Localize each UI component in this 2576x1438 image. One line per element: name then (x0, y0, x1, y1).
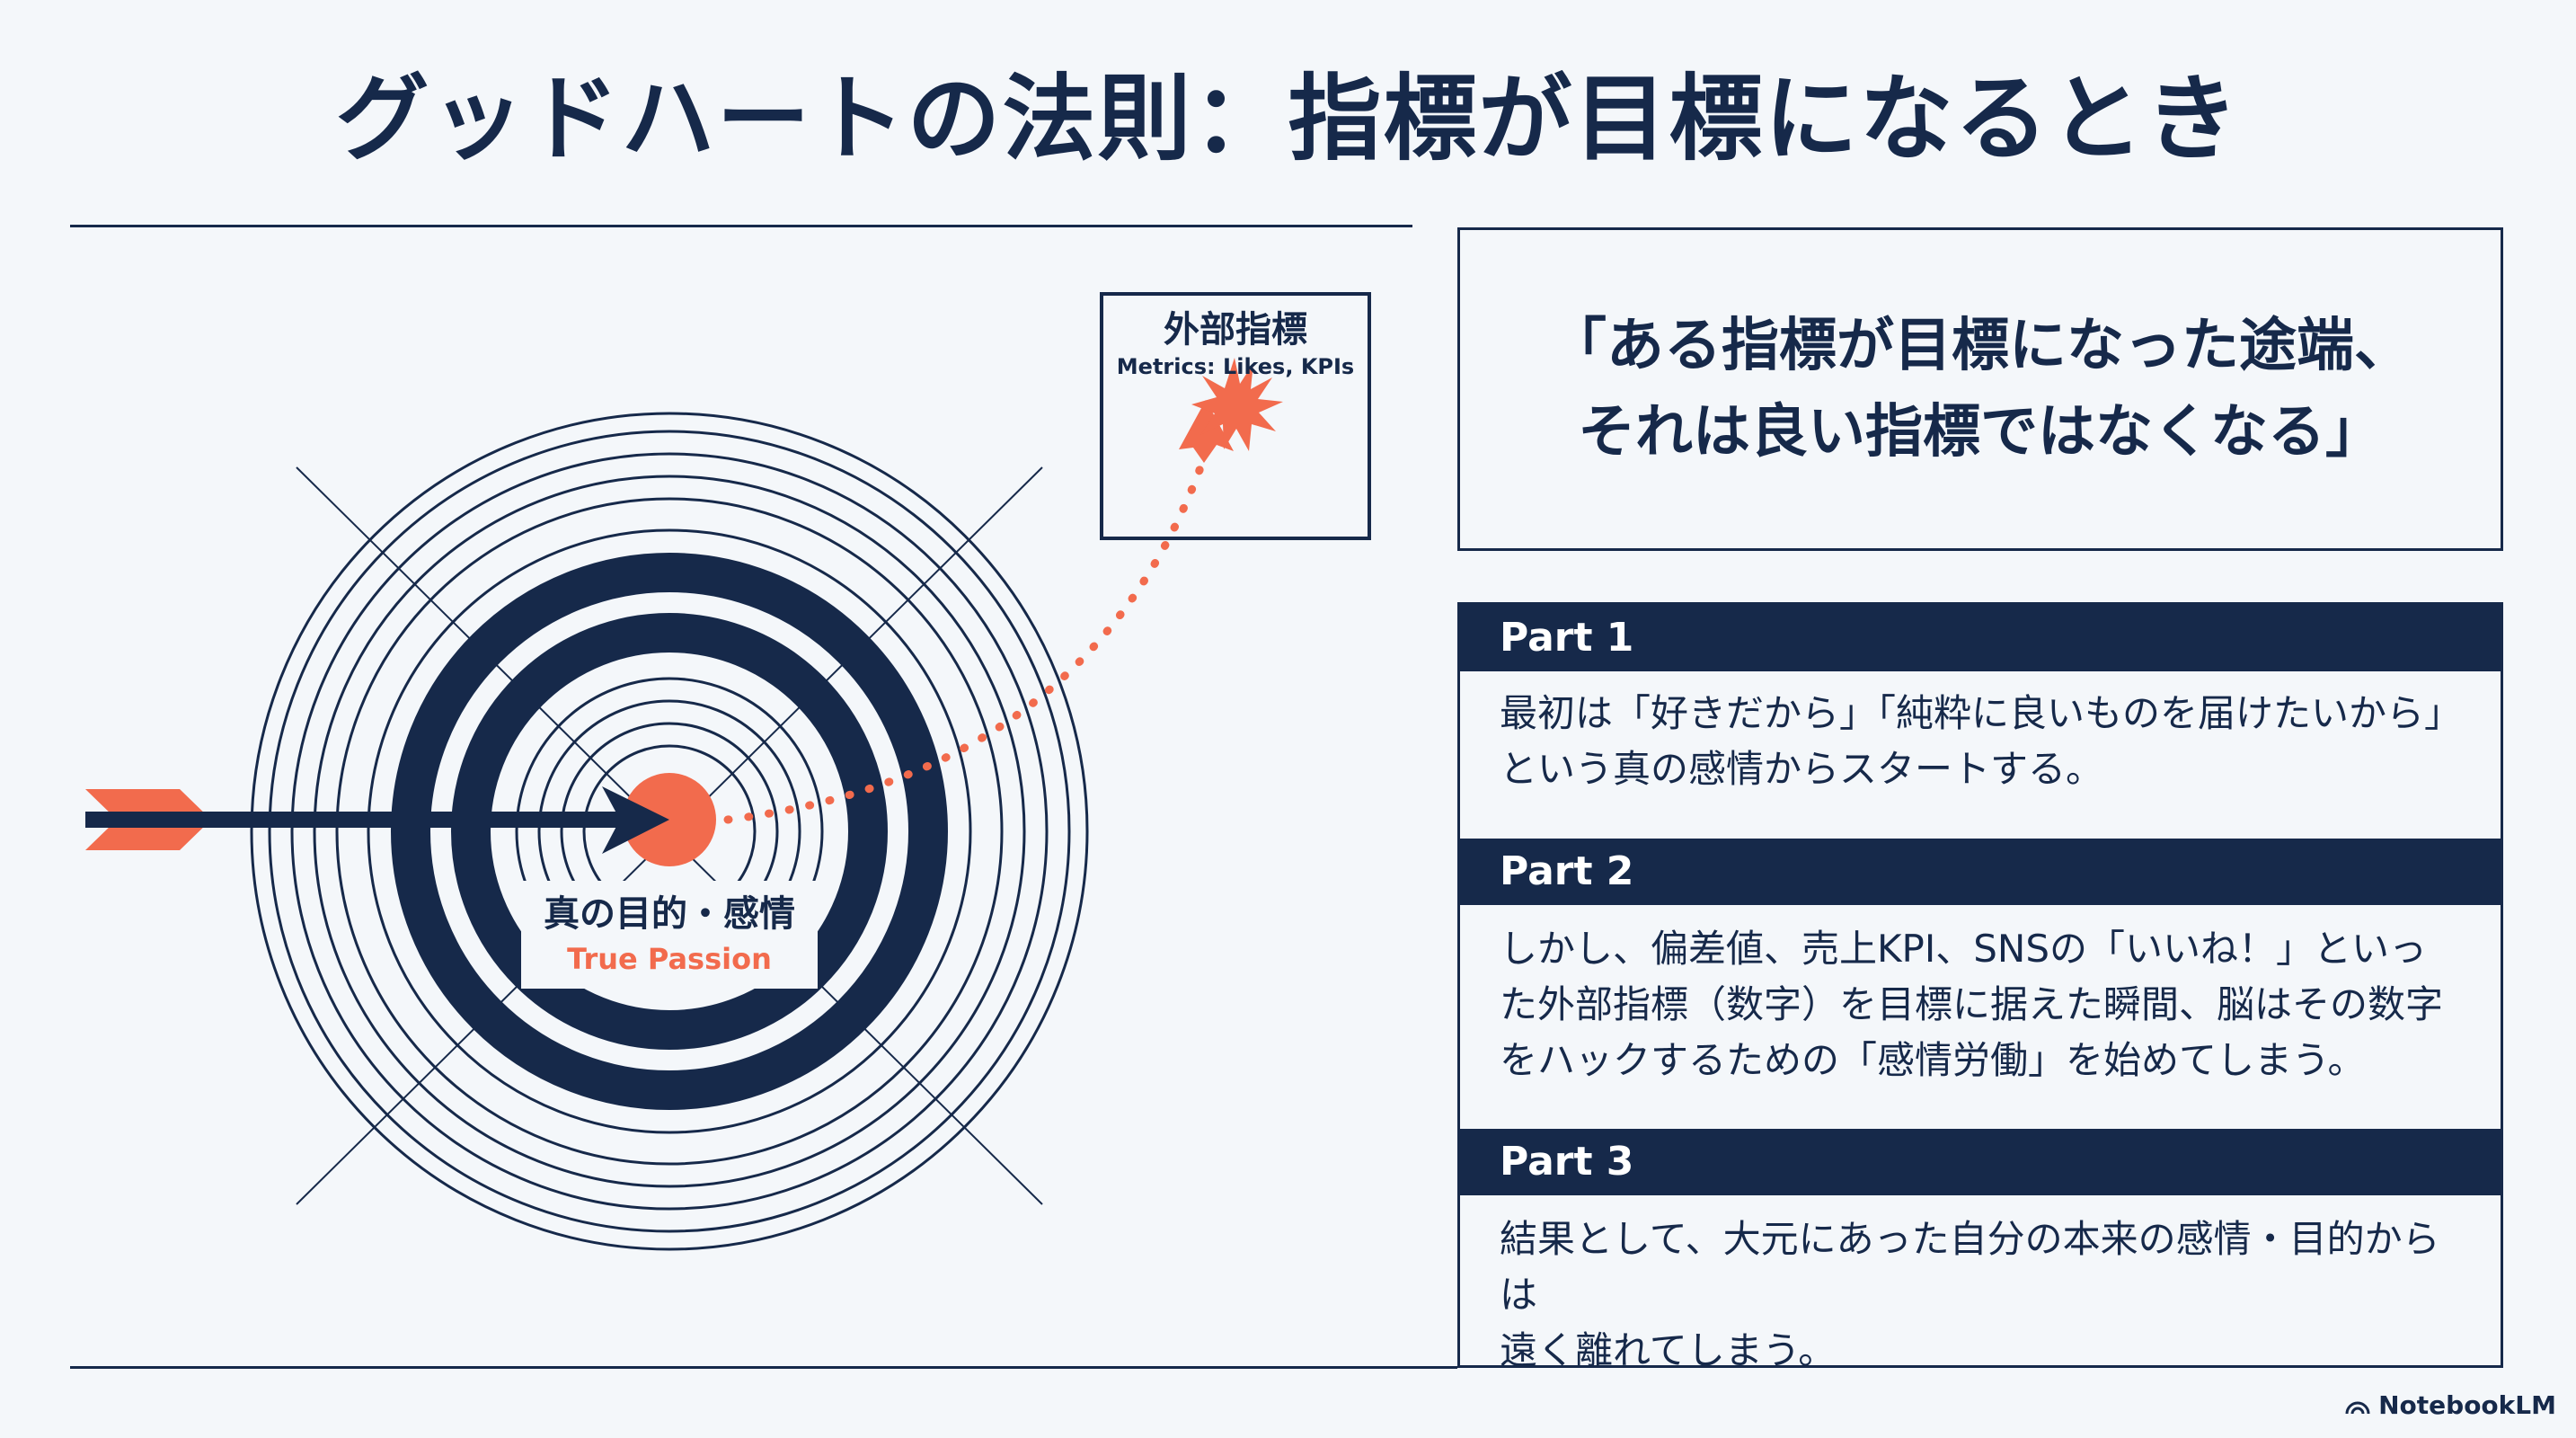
brand-label: NotebookLM (2378, 1390, 2556, 1420)
dotted-trajectory (723, 427, 1217, 824)
brand-watermark: NotebookLM (2344, 1390, 2556, 1420)
external-metrics-sublabel: Metrics: Likes, KPIs (1117, 354, 1354, 379)
part-3-header: Part 3 (1460, 1129, 2501, 1195)
arrow-head (602, 786, 669, 854)
target-diagram: 外部指標 Metrics: Likes, KPIs 真の目的・感情 True P… (85, 292, 1371, 1251)
part-3-text: 結果として、大元にあった自分の本来の感情・目的からは 遠く離れてしまう。 (1500, 1212, 2470, 1379)
burst-icon (1191, 358, 1283, 451)
center-label: 真の目的・感情 (544, 893, 795, 935)
bottom-divider (70, 1366, 1457, 1369)
arrow-shaft (85, 812, 638, 828)
arrow (85, 786, 669, 854)
part-1-header: Part 1 (1460, 605, 2501, 671)
part-3-line-1: 結果として、大元にあった自分の本来の感情・目的からは (1500, 1217, 2440, 1317)
quote-box: 「ある指標が目標になった途端、 それは良い指標ではなくなる」 (1457, 227, 2503, 551)
part-1-line-2: という真の感情からスタートする。 (1500, 747, 2104, 791)
quote-line-2: それは良い指標ではなくなる」 (1578, 399, 2383, 466)
notebooklm-logo-icon (2345, 1401, 2370, 1414)
part-2-text: しかし、偏差値、売上KPI、SNSの「いいね！」といっ た外部指標（数字）を目標… (1500, 921, 2470, 1088)
external-metrics-box (1100, 292, 1371, 540)
part-2-line-2: た外部指標（数字）を目標に据えた瞬間、脳はその数字 (1500, 982, 2444, 1026)
external-metrics-label: 外部指標 (1164, 309, 1307, 351)
left-divider (70, 225, 1412, 227)
page-title: グッドハートの法則：指標が目標になるとき (335, 64, 2241, 173)
part-3-line-2: 遠く離れてしまう。 (1500, 1328, 1837, 1372)
parts-panel: Part 1 最初は「好きだから」「純粋に良いものを届けたいから」 という真の感… (1457, 602, 2503, 1372)
part-2-line-1: しかし、偏差値、売上KPI、SNSの「いいね！」といっ (1500, 927, 2427, 971)
part-2-line-3: をハックするための「感情労働」を始めてしまう。 (1500, 1038, 2366, 1082)
center-label-bg (521, 881, 818, 989)
center-sublabel: True Passion (567, 942, 772, 976)
part-1-line-1: 最初は「好きだから」「純粋に良いものを届けたいから」 (1500, 691, 2463, 735)
part-2-header: Part 2 (1460, 839, 2501, 905)
quote-line-1: 「ある指標が目標になった途端、 (1549, 313, 2412, 379)
part-1-text: 最初は「好きだから」「純粋に良いものを届けたいから」 という真の感情からスタート… (1500, 686, 2470, 797)
